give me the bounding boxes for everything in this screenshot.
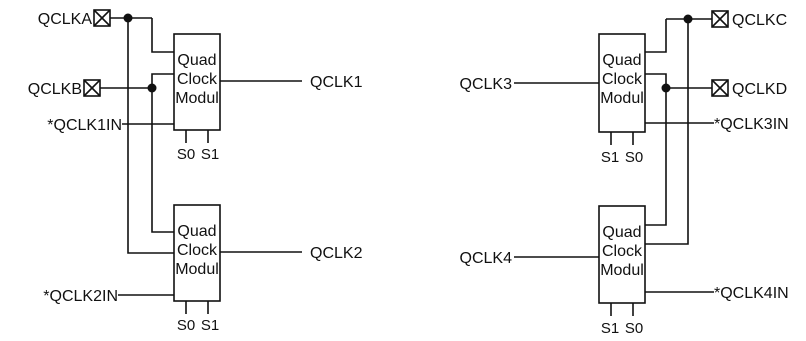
quad-clock-module-2: Quad Clock Modul S0 S1: [173, 204, 221, 334]
qclkd-label: QCLKD: [732, 81, 787, 98]
module-line: Quad: [602, 224, 641, 241]
select-pin-label: S0: [177, 317, 195, 334]
qclka-pad: [93, 9, 111, 27]
select-pin-label: S0: [625, 320, 643, 337]
module-line: Quad: [177, 223, 216, 240]
junction-dot: [123, 13, 133, 23]
qclka-label: QCLKA: [38, 11, 93, 28]
select-pin-label: S1: [601, 149, 619, 166]
select-pin-label: S1: [201, 146, 219, 163]
right-half: Quad Clock Modul S1 S0 Quad Clock Modul …: [460, 10, 789, 337]
module-line: Quad: [177, 52, 216, 69]
select-pin-label: S0: [625, 149, 643, 166]
qclka-net: [110, 17, 174, 254]
module-line: Modul: [175, 261, 219, 278]
qclkc-net: [645, 18, 712, 245]
qclk2-label: QCLK2: [310, 245, 363, 262]
module-line: Quad: [602, 52, 641, 69]
qclk3in-label: *QCLK3IN: [714, 116, 789, 133]
module-line: Clock: [177, 242, 218, 259]
qclk1in-label: *QCLK1IN: [47, 117, 122, 134]
quad-clock-module-3: Quad Clock Modul S1 S0: [598, 33, 646, 166]
module-line: Modul: [600, 90, 644, 107]
qclk4in-label: *QCLK4IN: [714, 285, 789, 302]
junction-dot: [147, 83, 157, 93]
junction-dot: [683, 14, 693, 24]
select-pin-label: S0: [177, 146, 195, 163]
qclkc-label: QCLKC: [732, 12, 787, 29]
module-line: Modul: [175, 90, 219, 107]
qclkd-pad: [711, 79, 729, 97]
select-pin-label: S1: [201, 317, 219, 334]
left-half: Quad Clock Modul S0 S1 Quad Clock Modul …: [28, 9, 363, 334]
qclkb-net: [100, 73, 174, 233]
qclk4-label: QCLK4: [460, 250, 513, 267]
quad-clock-module-1: Quad Clock Modul S0 S1: [173, 33, 221, 163]
qclkc-pad: [711, 10, 729, 28]
module-line: Clock: [602, 243, 643, 260]
junction-dot: [661, 83, 671, 93]
select-pin-label: S1: [601, 320, 619, 337]
quad-clock-module-4: Quad Clock Modul S1 S0: [598, 205, 646, 337]
qclk3-label: QCLK3: [460, 76, 513, 93]
module-line: Clock: [602, 71, 643, 88]
qclk2in-label: *QCLK2IN: [43, 288, 118, 305]
module-line: Clock: [177, 71, 218, 88]
qclkb-label: QCLKB: [28, 81, 82, 98]
qclkd-net: [645, 73, 712, 226]
qclk1-label: QCLK1: [310, 74, 363, 91]
module-line: Modul: [600, 262, 644, 279]
qclkb-pad: [83, 79, 101, 97]
